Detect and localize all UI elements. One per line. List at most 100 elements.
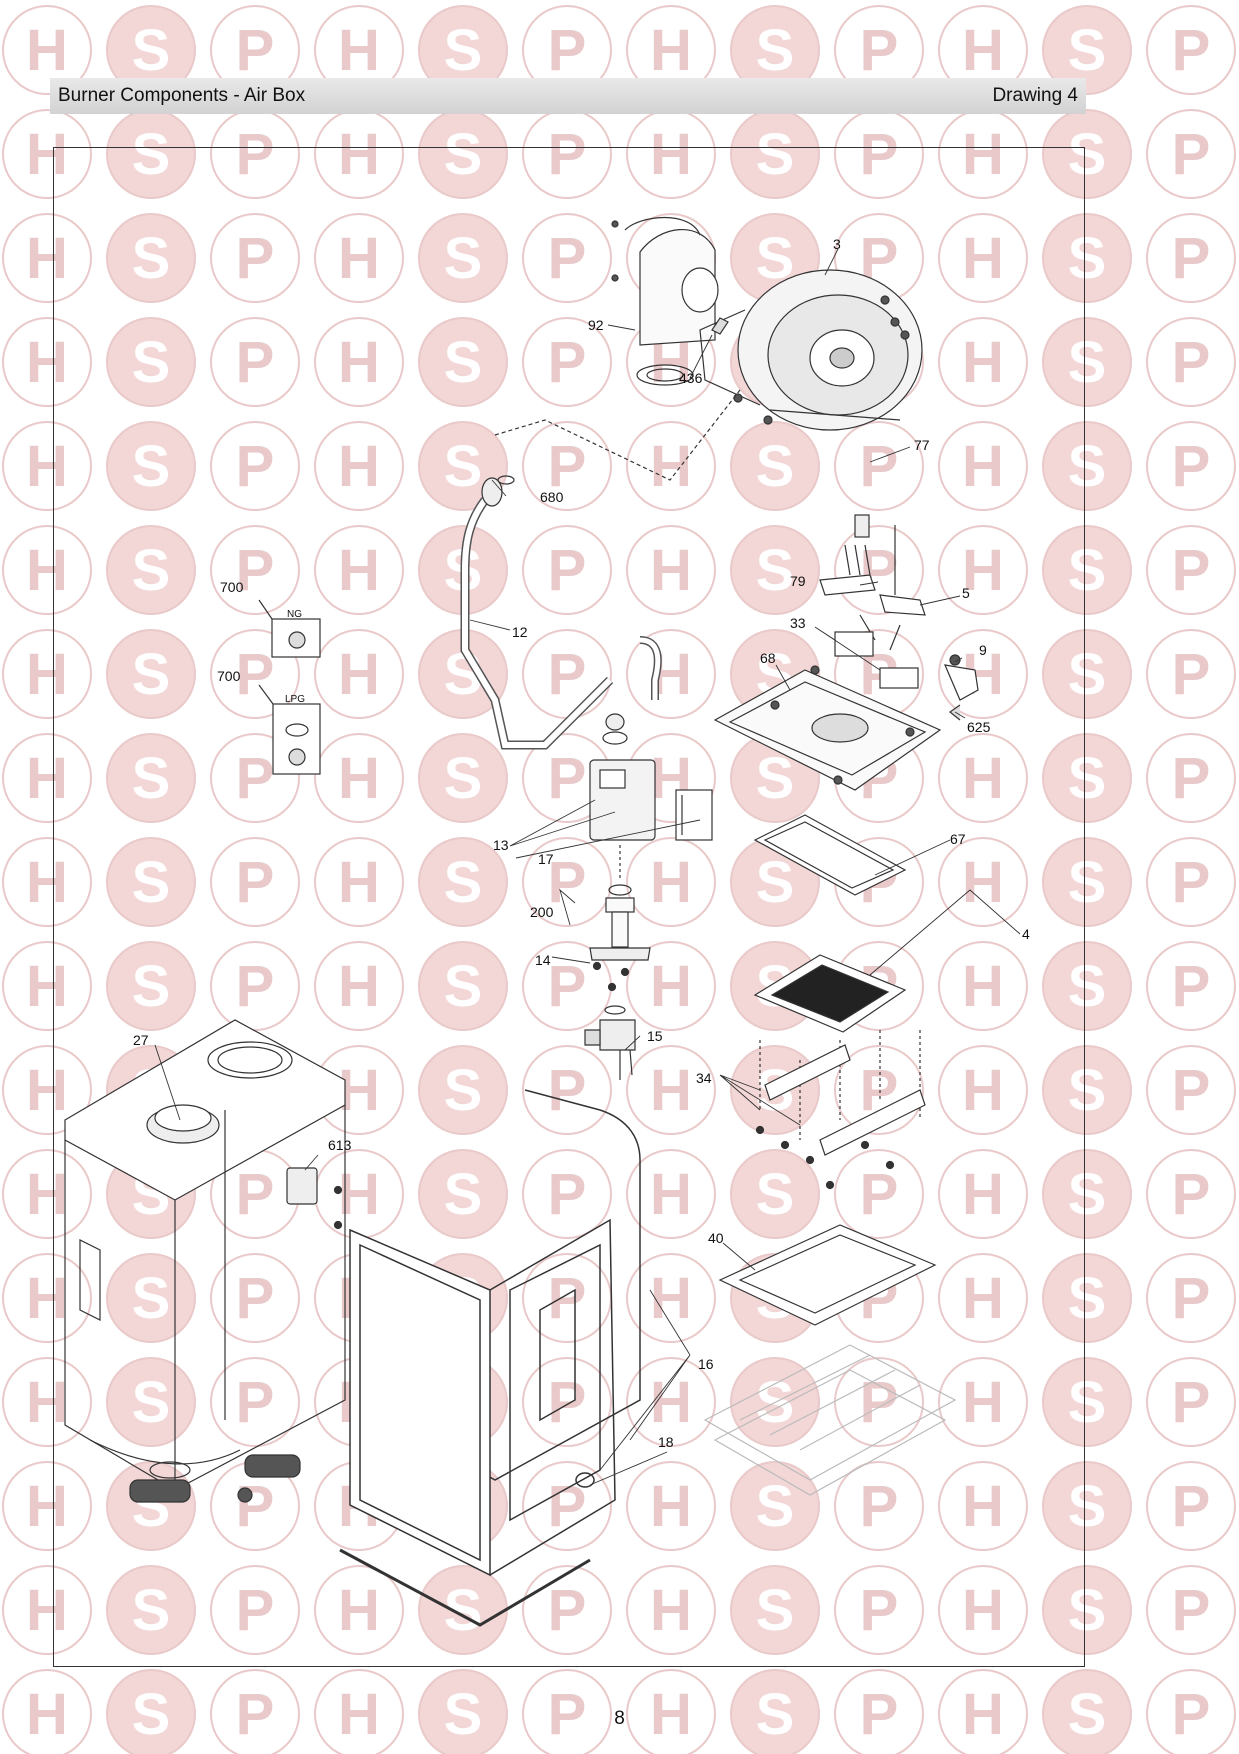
watermark-circle xyxy=(1146,1565,1236,1655)
watermark-circle xyxy=(1146,1253,1236,1343)
watermark-circle xyxy=(210,525,300,615)
watermark-circle xyxy=(1146,1357,1236,1447)
case-front xyxy=(339,1089,641,1627)
watermark-circle xyxy=(834,1669,924,1754)
watermark-circle xyxy=(1146,213,1236,303)
watermark-circle xyxy=(938,1149,1028,1239)
watermark-letter: H xyxy=(338,434,380,499)
watermark-letter: H xyxy=(338,122,380,187)
watermark-circle xyxy=(106,421,196,511)
watermark-letter: P xyxy=(1172,850,1211,915)
valve-connector xyxy=(584,884,651,1080)
watermark-letter: S xyxy=(1068,1682,1107,1747)
watermark-circle xyxy=(938,213,1028,303)
watermark-circle xyxy=(1146,941,1236,1031)
callout-5: 5 xyxy=(962,585,970,601)
watermark-letter: S xyxy=(1068,1474,1107,1539)
watermark-circle xyxy=(2,1149,92,1239)
watermark-circle xyxy=(626,1461,716,1551)
watermark-letter: H xyxy=(26,1162,68,1227)
watermark-circle xyxy=(1042,213,1132,303)
watermark-circle xyxy=(938,733,1028,823)
callout-17: 17 xyxy=(538,851,554,867)
kit-label-ng: NG xyxy=(287,609,302,620)
watermark-circle xyxy=(938,1045,1028,1135)
watermark-letter: P xyxy=(548,746,587,811)
watermark-letter: H xyxy=(650,538,692,603)
watermark-circle xyxy=(210,1253,300,1343)
watermark-letter: P xyxy=(860,18,899,83)
watermark-circle xyxy=(1146,109,1236,199)
watermark-circle xyxy=(2,1565,92,1655)
watermark-circle xyxy=(1146,525,1236,615)
watermark-circle xyxy=(626,1045,716,1135)
watermark-letter: S xyxy=(132,18,171,83)
watermark-circle xyxy=(418,317,508,407)
watermark-letter: P xyxy=(860,122,899,187)
watermark-circle xyxy=(1042,837,1132,927)
page-title: Burner Components - Air Box xyxy=(58,85,306,106)
watermark-circle xyxy=(626,1149,716,1239)
watermark-letter: S xyxy=(1068,330,1107,395)
watermark-circle xyxy=(730,1669,820,1754)
spares-kit-ng xyxy=(258,599,321,658)
watermark-letter: S xyxy=(132,122,171,187)
watermark-circle xyxy=(418,941,508,1031)
watermark-letter: H xyxy=(26,1370,68,1435)
watermark-letter: S xyxy=(756,122,795,187)
watermark-letter: H xyxy=(26,434,68,499)
watermark-letter: P xyxy=(236,226,275,291)
watermark-circle xyxy=(2,1357,92,1447)
watermark-letter: H xyxy=(962,434,1004,499)
watermark-circle xyxy=(730,1149,820,1239)
watermark-circle xyxy=(1042,5,1132,95)
watermark-circle xyxy=(1042,1357,1132,1447)
watermark-letter: P xyxy=(860,1370,899,1435)
watermark-letter: H xyxy=(26,954,68,1019)
diagram-frame xyxy=(53,147,1085,1667)
callout-14: 14 xyxy=(535,952,551,968)
watermark-letter: S xyxy=(444,1162,483,1227)
watermark-letter: P xyxy=(548,954,587,1019)
watermark-letter: P xyxy=(1172,226,1211,291)
watermark-letter: S xyxy=(132,1682,171,1747)
watermark-letter: P xyxy=(548,226,587,291)
watermark-circle xyxy=(210,1669,300,1754)
watermark-circle xyxy=(314,1565,404,1655)
burner-ghost xyxy=(703,1344,957,1496)
watermark-circle xyxy=(1042,1669,1132,1754)
watermark-circle xyxy=(730,1565,820,1655)
watermark-circle xyxy=(2,941,92,1031)
kit-label-lpg: LPG xyxy=(285,694,305,705)
watermark-circle xyxy=(626,1253,716,1343)
callout-67: 67 xyxy=(950,831,966,847)
watermark-letter: S xyxy=(756,1162,795,1227)
watermark-circle xyxy=(834,421,924,511)
watermark-letter: H xyxy=(26,538,68,603)
watermark-circle xyxy=(730,1461,820,1551)
watermark-circle xyxy=(418,1149,508,1239)
watermark-letter: P xyxy=(236,538,275,603)
watermark-letter: H xyxy=(26,1266,68,1331)
watermark-circle xyxy=(938,837,1028,927)
watermark-letter: P xyxy=(1172,1682,1211,1747)
watermark-letter: S xyxy=(132,434,171,499)
watermark-letter: H xyxy=(650,122,692,187)
callout-27: 27 xyxy=(133,1032,149,1048)
watermark-circle xyxy=(418,213,508,303)
watermark-letter: H xyxy=(650,1058,692,1123)
watermark-letter: S xyxy=(756,434,795,499)
watermark-letter: H xyxy=(962,746,1004,811)
watermark-letter: P xyxy=(1172,642,1211,707)
watermark-circle xyxy=(106,941,196,1031)
watermark-letter: P xyxy=(548,1370,587,1435)
watermark-letter: P xyxy=(236,1162,275,1227)
watermark-letter: H xyxy=(26,226,68,291)
watermark-circle xyxy=(522,1461,612,1551)
callout-40: 40 xyxy=(708,1230,724,1246)
watermark-letter: H xyxy=(26,1578,68,1643)
watermark-circle xyxy=(210,317,300,407)
watermark-circle xyxy=(1042,1253,1132,1343)
watermark-letter: P xyxy=(236,1370,275,1435)
watermark-letter: S xyxy=(444,18,483,83)
